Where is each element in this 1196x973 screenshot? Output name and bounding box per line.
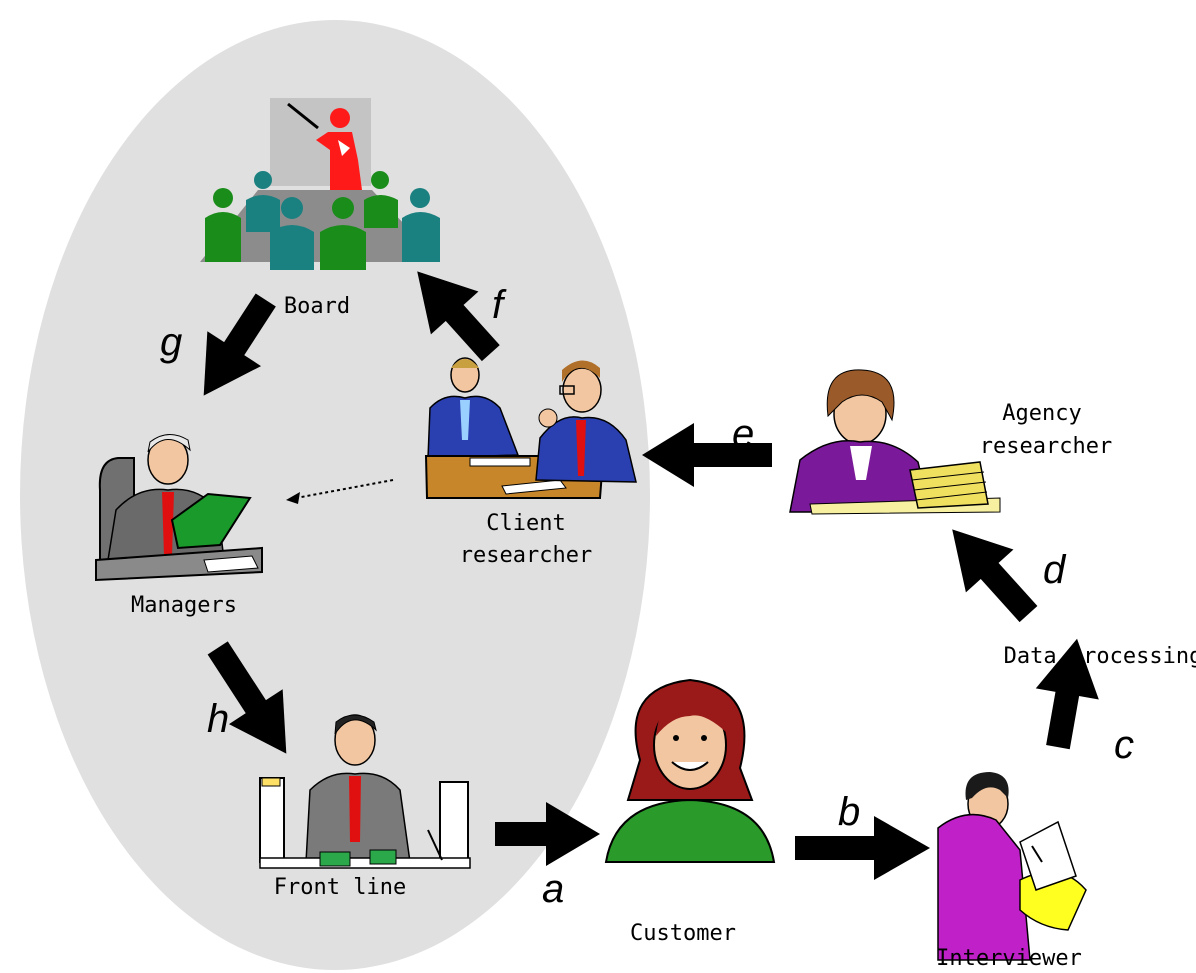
label-interviewer: Interviewer [936,946,1082,971]
customer-icon [604,678,776,863]
label-agency-researcher-line1: Agency [1002,401,1081,426]
arrow-a [495,802,600,866]
arrow-h [207,641,287,754]
label-client-researcher-line1: Client [486,511,565,536]
arrow-g [203,293,276,396]
board-meeting-icon [200,98,440,270]
manager-reading-icon [95,434,263,582]
label-customer: Customer [630,921,736,946]
label-client-researcher-line2: researcher [460,543,592,568]
label-front-line: Front line [274,875,406,900]
client-researchers-icon [424,357,637,499]
label-board: Board [284,294,350,319]
label-agency-researcher-line2: researcher [980,434,1112,459]
label-data-processing: Data processing [1004,644,1196,669]
step-label-g: g [160,320,182,364]
agency-researcher-icon [789,369,1001,515]
arrow-f [417,271,500,362]
step-label-d: d [1043,548,1067,592]
front-line-clerk-icon [259,714,471,869]
interviewer-icon [937,772,1087,961]
arrow-e [642,423,772,487]
dotted-arrow-client-to-managers [286,479,394,504]
step-label-c: c [1114,723,1134,767]
step-label-b: b [838,790,860,834]
organisation-ellipse [20,20,650,970]
label-managers: Managers [131,593,237,618]
arrow-d [952,529,1038,623]
step-label-h: h [207,697,229,741]
arrow-c [1035,638,1099,750]
step-label-e: e [732,412,754,456]
arrow-b [795,816,930,880]
step-label-a: a [542,867,564,911]
